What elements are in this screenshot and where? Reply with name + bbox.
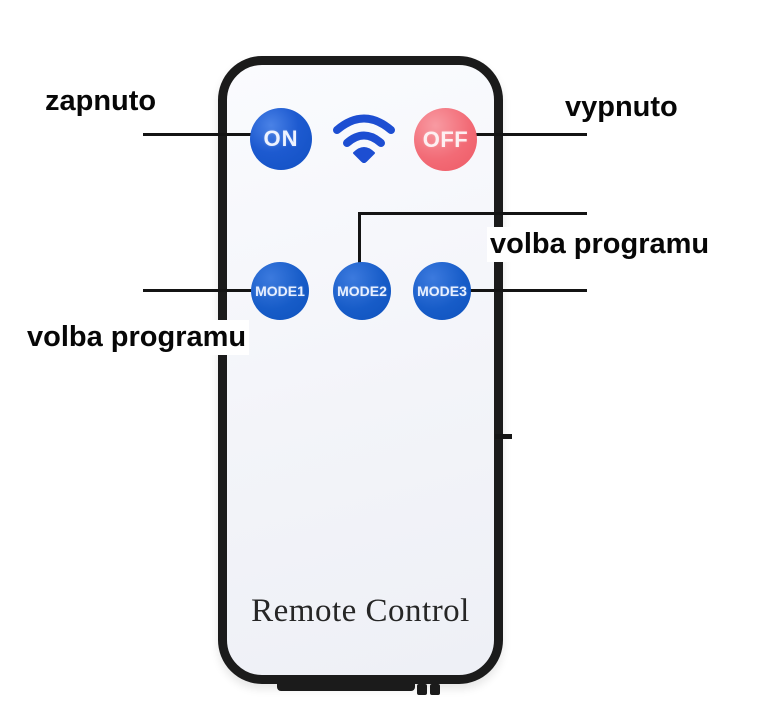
- remote-bottom-nub: [417, 684, 427, 695]
- zapnuto-callout-line: [143, 133, 253, 136]
- mode2-callout-line-vertical: [358, 212, 361, 265]
- mode1-button: MODE1: [251, 262, 309, 320]
- mode3-callout-line: [470, 289, 587, 292]
- mode2-callout-line-horizontal: [358, 212, 587, 215]
- mode3-button: MODE3: [413, 262, 471, 320]
- label-volba-programu-right: volba programu: [487, 227, 713, 263]
- brand-text: Remote Control: [251, 593, 470, 629]
- wifi-icon: [333, 114, 395, 163]
- label-vypnuto: vypnuto: [562, 90, 681, 126]
- remote-bottom-nub: [430, 684, 440, 695]
- remote-side-notch: [495, 434, 512, 439]
- label-zapnuto: zapnuto: [42, 84, 160, 120]
- on-button: ON: [250, 108, 312, 170]
- mode2-button: MODE2: [333, 262, 391, 320]
- remote-bottom-tab: [277, 682, 415, 691]
- mode1-callout-line: [143, 289, 253, 292]
- label-volba-programu-left: volba programu: [24, 320, 250, 356]
- vypnuto-callout-line: [475, 133, 587, 136]
- off-button: OFF: [414, 108, 477, 171]
